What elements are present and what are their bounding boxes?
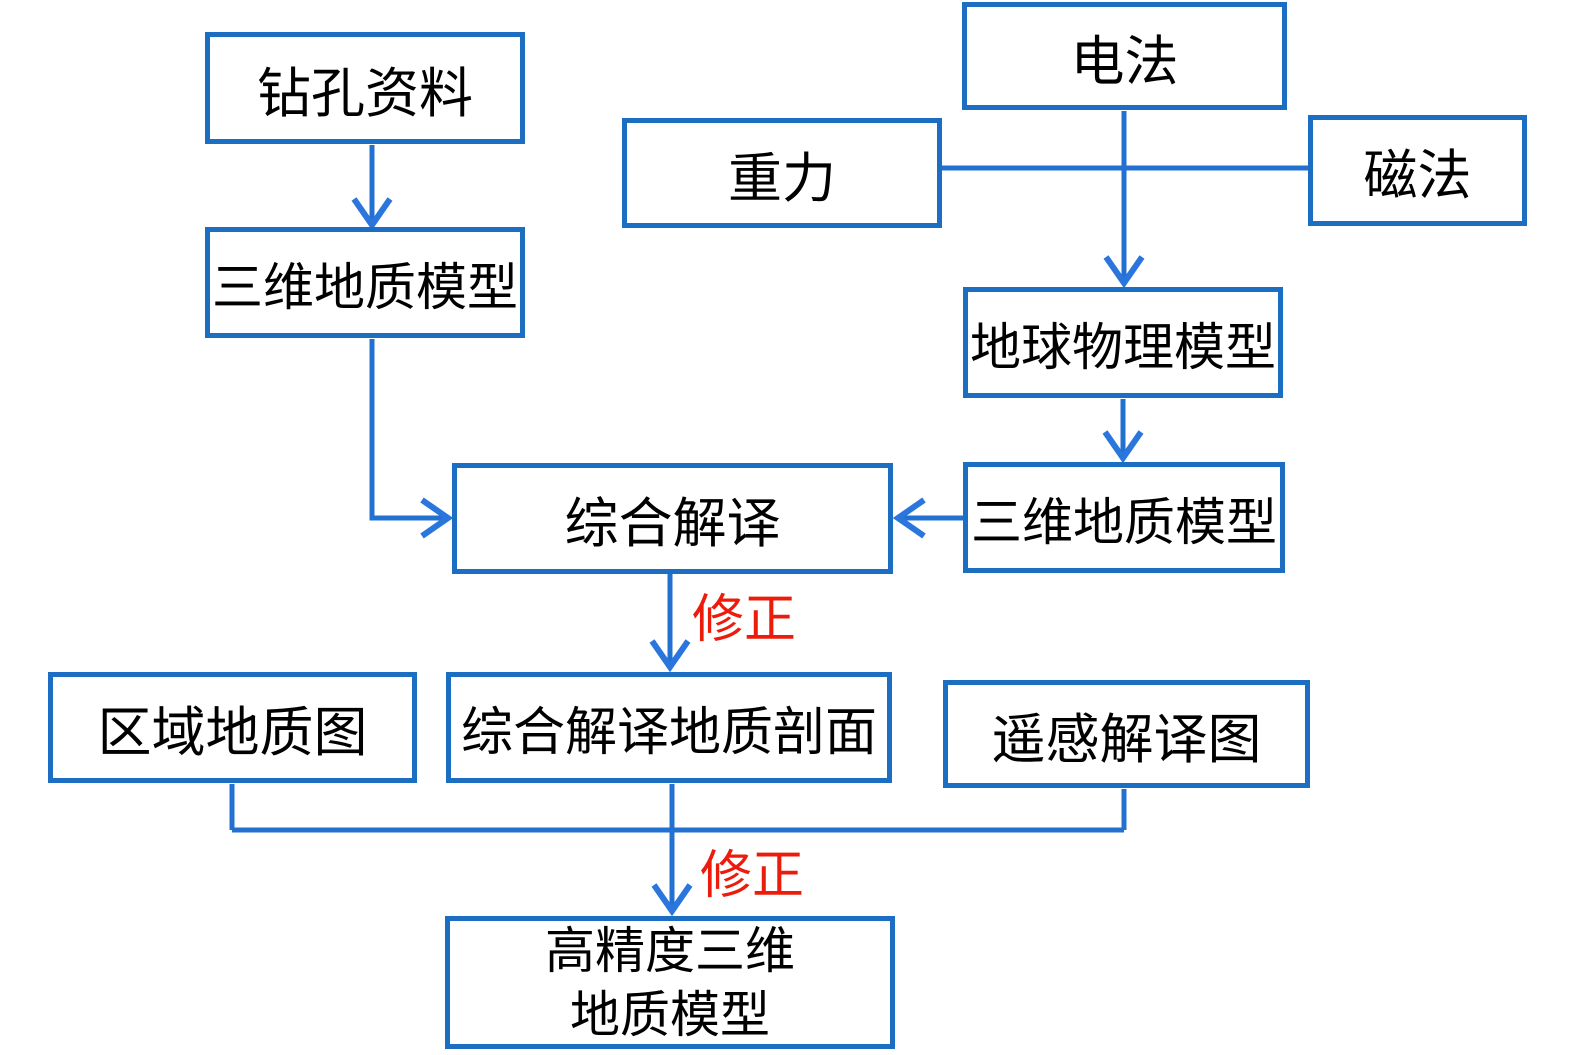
node-drill-data-label: 钻孔资料: [257, 63, 473, 124]
node-high-precision-3d-model-line2: 地质模型: [570, 986, 770, 1043]
node-geologic-model-from-drilling: 三维地质模型: [205, 227, 525, 338]
node-integrated-interpretation: 综合解译: [452, 463, 893, 574]
edge-bottom-merge: [229, 784, 1127, 833]
edge-electrical-to-geophysical-model: [1103, 111, 1145, 289]
node-remote-sensing-interpretation-map: 遥感解译图: [943, 680, 1310, 788]
node-geophysical-model: 地球物理模型: [963, 287, 1283, 398]
node-remote-sensing-interpretation-map-label: 遥感解译图: [991, 709, 1262, 770]
node-regional-geologic-map: 区域地质图: [48, 672, 417, 783]
edge-interpretation-to-profile: [649, 574, 691, 673]
edge-geophysical-to-model: [1102, 399, 1144, 464]
edge-label-correction-1: 修正: [692, 592, 797, 649]
node-high-precision-3d-model-line1: 高精度三维: [545, 922, 795, 979]
node-magnetic-method: 磁法: [1308, 115, 1527, 226]
node-high-precision-3d-model: 高精度三维 地质模型: [445, 916, 895, 1049]
edge-drill-to-model: [351, 145, 393, 231]
node-drill-data: 钻孔资料: [205, 32, 525, 144]
node-gravity-method-label: 重力: [728, 148, 836, 209]
node-geologic-model-from-geophysics-label: 三维地质模型: [970, 495, 1277, 552]
node-gravity-method: 重力: [622, 118, 942, 228]
edge-label-correction-2: 修正: [700, 848, 805, 905]
node-integrated-interpretation-label: 综合解译: [564, 494, 781, 554]
node-geologic-model-from-geophysics: 三维地质模型: [963, 462, 1285, 573]
node-electrical-method-label: 电法: [1070, 31, 1179, 92]
edge-profile-to-final-model: [651, 784, 693, 917]
node-magnetic-method-label: 磁法: [1363, 146, 1472, 206]
node-geophysical-model-label: 地球物理模型: [969, 320, 1276, 377]
edge-model-to-interpretation: [892, 497, 963, 539]
node-high-precision-3d-model-label: 高精度三维 地质模型: [545, 919, 795, 1047]
node-integrated-interpretation-profile: 综合解译地质剖面: [446, 672, 892, 783]
node-integrated-interpretation-profile-label: 综合解译地质剖面: [460, 705, 877, 762]
node-electrical-method: 电法: [962, 2, 1287, 110]
edge-drillmodel-to-interpretation: [369, 339, 454, 539]
node-geologic-model-from-drilling-label: 三维地质模型: [211, 260, 518, 317]
node-regional-geologic-map-label: 区域地质图: [97, 703, 368, 763]
